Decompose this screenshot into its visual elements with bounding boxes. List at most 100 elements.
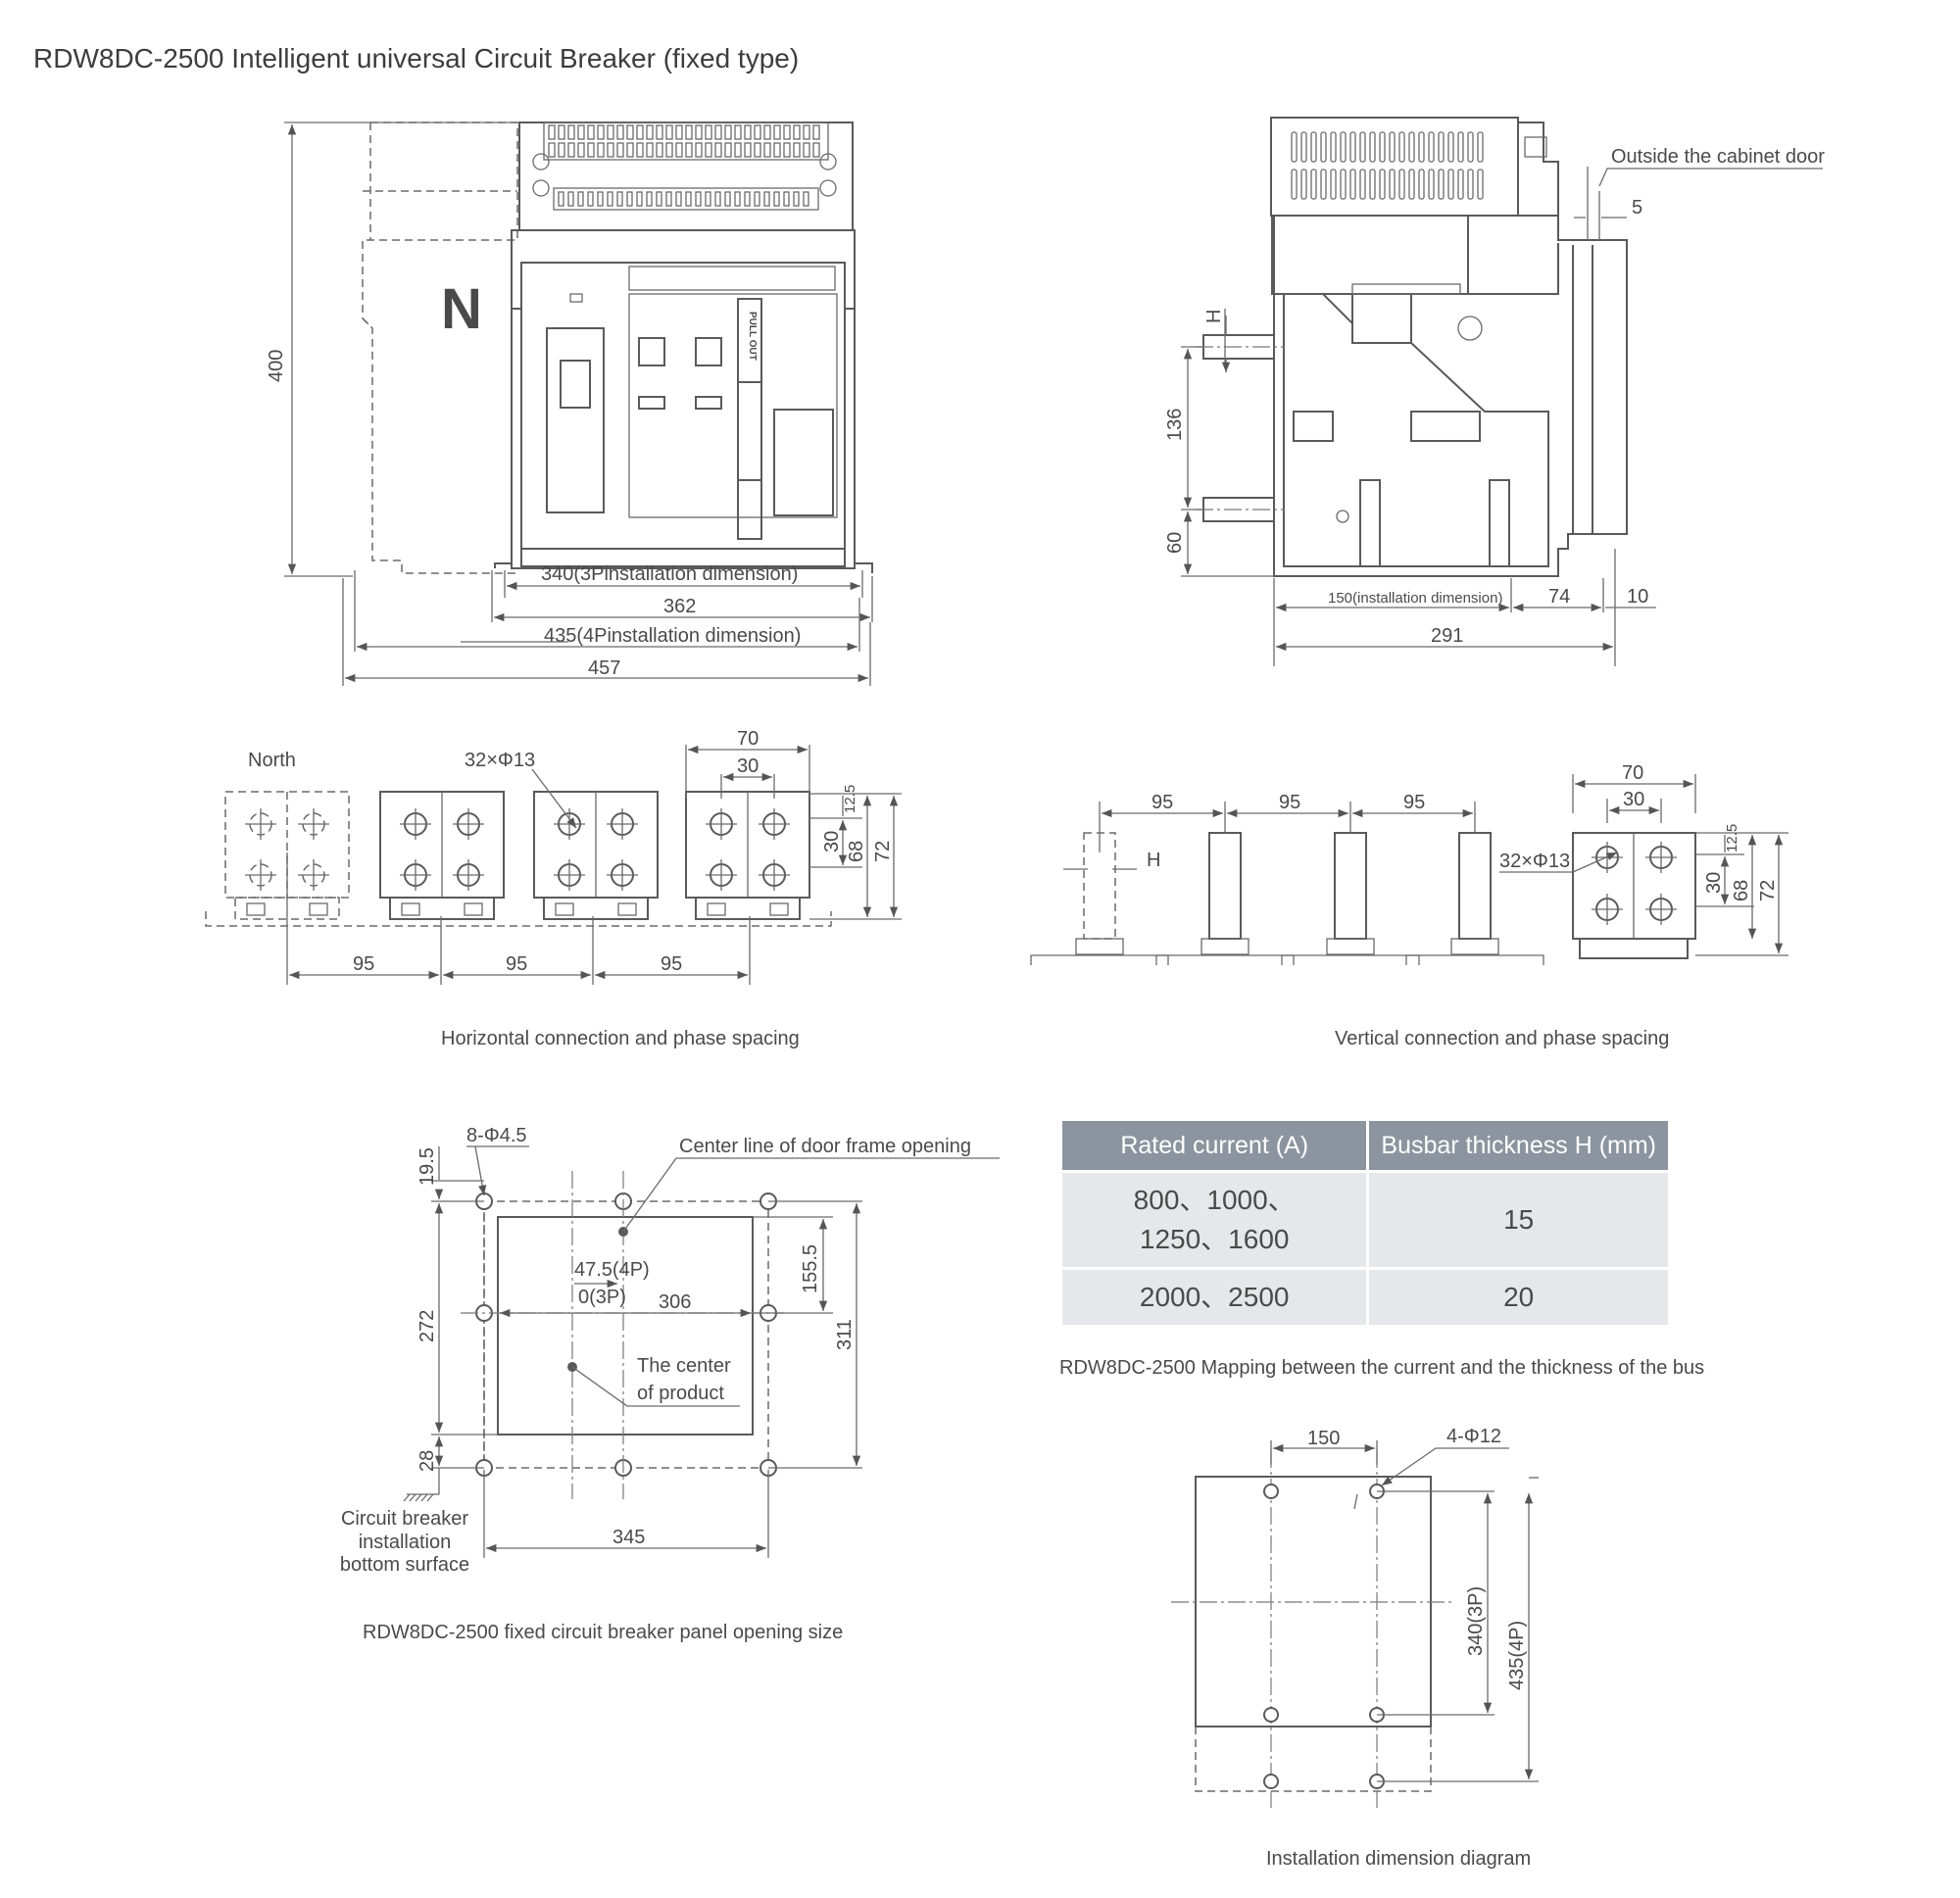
v-dim-h: H — [1147, 850, 1160, 871]
hole-centerline — [1645, 842, 1677, 873]
v-dim-30: 30 — [1623, 789, 1644, 810]
vent-slot — [1457, 131, 1464, 163]
vertical-caption: Vertical connection and phase spacing — [1335, 1028, 1669, 1049]
page-title: RDW8DC-2500 Intelligent universal Circui… — [33, 43, 800, 73]
terminal-slot — [773, 191, 780, 207]
vent-slot — [1467, 169, 1474, 200]
vent-slot — [1359, 169, 1366, 200]
terminal-screw — [783, 142, 791, 158]
terminal-screw — [626, 142, 634, 158]
panel-caption: RDW8DC-2500 fixed circuit breaker panel … — [363, 1622, 843, 1643]
header-rated-current: Rated current (A) — [1062, 1121, 1368, 1172]
base-nut — [309, 902, 328, 916]
cabinet-door-note: Outside the cabinet door — [1611, 146, 1825, 168]
terminal-screw — [587, 142, 595, 158]
terminal-slot — [675, 191, 682, 207]
terminal-slot — [685, 191, 692, 207]
vent-slot — [1369, 169, 1376, 200]
vent-slot — [1359, 131, 1366, 163]
terminal-slot — [705, 191, 711, 207]
hole-centerline — [706, 859, 737, 891]
vent-slot — [1340, 169, 1347, 200]
busbar-clamp — [1326, 938, 1375, 955]
base-nut — [401, 902, 420, 916]
terminal-slot — [695, 191, 702, 207]
terminal-slot — [793, 191, 800, 207]
vertical-connection: 95 95 95 H 32×Φ13 70 30 12.5 30 68 72 Ve… — [1030, 762, 1788, 1049]
hole-centerline — [759, 808, 790, 840]
hole-centerline — [554, 859, 585, 891]
v-phase-2: 95 — [1279, 792, 1300, 813]
terminal-screw — [558, 124, 565, 140]
terminal-screw — [803, 142, 810, 158]
vent-slot — [1330, 169, 1337, 200]
side-vent-slots — [1291, 131, 1484, 200]
hole-centerline — [607, 808, 638, 840]
terminal-screw — [567, 124, 575, 140]
install-hole — [1263, 1707, 1279, 1723]
hole-centerline — [1592, 894, 1623, 925]
vent-slot — [1477, 131, 1484, 163]
terminal-screw — [773, 124, 781, 140]
mount-base — [1030, 954, 1169, 965]
terminal-screw — [548, 124, 556, 140]
vent-slot — [1389, 169, 1396, 200]
terminal-screw — [656, 142, 663, 158]
installation-diagram: 150 4-Φ12 340(3P) 435(4P) Installation d… — [1171, 1426, 1539, 1870]
vent-slot — [1389, 131, 1396, 163]
vent-slot — [1398, 131, 1405, 163]
h-dim-30v: 30 — [821, 831, 843, 852]
vertical-terminals — [1030, 832, 1696, 965]
busbar-clamp — [1450, 938, 1499, 955]
vent-slot — [1300, 169, 1307, 200]
vent-slot — [1291, 169, 1298, 200]
terminal-screw — [724, 124, 732, 140]
base-nut — [464, 902, 483, 916]
terminal-screw — [812, 142, 820, 158]
terminal-screw — [734, 142, 742, 158]
h-dim-68: 68 — [846, 841, 867, 862]
current-line: 1250、1600 — [1139, 1224, 1290, 1254]
terminal-screw — [636, 124, 644, 140]
dim-136: 136 — [1164, 409, 1186, 441]
terminal-slot — [724, 191, 731, 207]
dim-435: 435(4Pinstallation dimension) — [544, 625, 801, 647]
vent-slot — [1320, 131, 1327, 163]
terminal-screw — [558, 142, 565, 158]
vent-slot — [1379, 131, 1386, 163]
terminal-block-top — [548, 124, 820, 158]
terminal-screw — [675, 124, 683, 140]
dim-47-5: 47.5(4P) — [574, 1259, 650, 1281]
v-dim-30v: 30 — [1703, 872, 1725, 894]
center-product-line1: The center — [637, 1355, 731, 1377]
inst-dim-340: 340(3P) — [1465, 1586, 1487, 1656]
dim-h: H — [1203, 310, 1225, 323]
terminal-slot — [734, 191, 741, 207]
panel-opening: 8-Φ4.5 Center line of door frame opening… — [340, 1125, 1000, 1643]
hole-centerline — [298, 808, 329, 840]
v-phase-3: 95 — [1403, 792, 1425, 813]
vent-slot — [1408, 169, 1415, 200]
base-nut — [617, 902, 637, 916]
vent-slot — [1408, 131, 1415, 163]
terminal-screw — [812, 124, 820, 140]
busbar-stub — [1458, 832, 1492, 940]
v-dim-12-5: 12.5 — [1724, 824, 1740, 852]
vent-slot — [1369, 131, 1376, 163]
dim-457: 457 — [588, 657, 620, 679]
v-phase-1: 95 — [1152, 792, 1173, 813]
vent-slot — [1310, 131, 1317, 163]
h-phase-2: 95 — [506, 953, 527, 975]
bottom-surface-line1: Circuit breaker — [341, 1508, 468, 1530]
terminal-base — [1579, 938, 1689, 959]
terminal-screw — [636, 142, 644, 158]
busbar-stub — [1334, 832, 1367, 940]
inst-holes-label: 4-Φ12 — [1446, 1426, 1501, 1447]
h-dim-72: 72 — [872, 841, 894, 862]
side-view: H 136 60 150(installation dimension) 74 … — [1164, 117, 1825, 666]
terminal-screw — [626, 124, 634, 140]
terminal-screw — [685, 124, 693, 140]
hole-centerline — [298, 859, 329, 891]
base-nut — [769, 902, 789, 916]
install-caption: Installation dimension diagram — [1266, 1848, 1531, 1870]
